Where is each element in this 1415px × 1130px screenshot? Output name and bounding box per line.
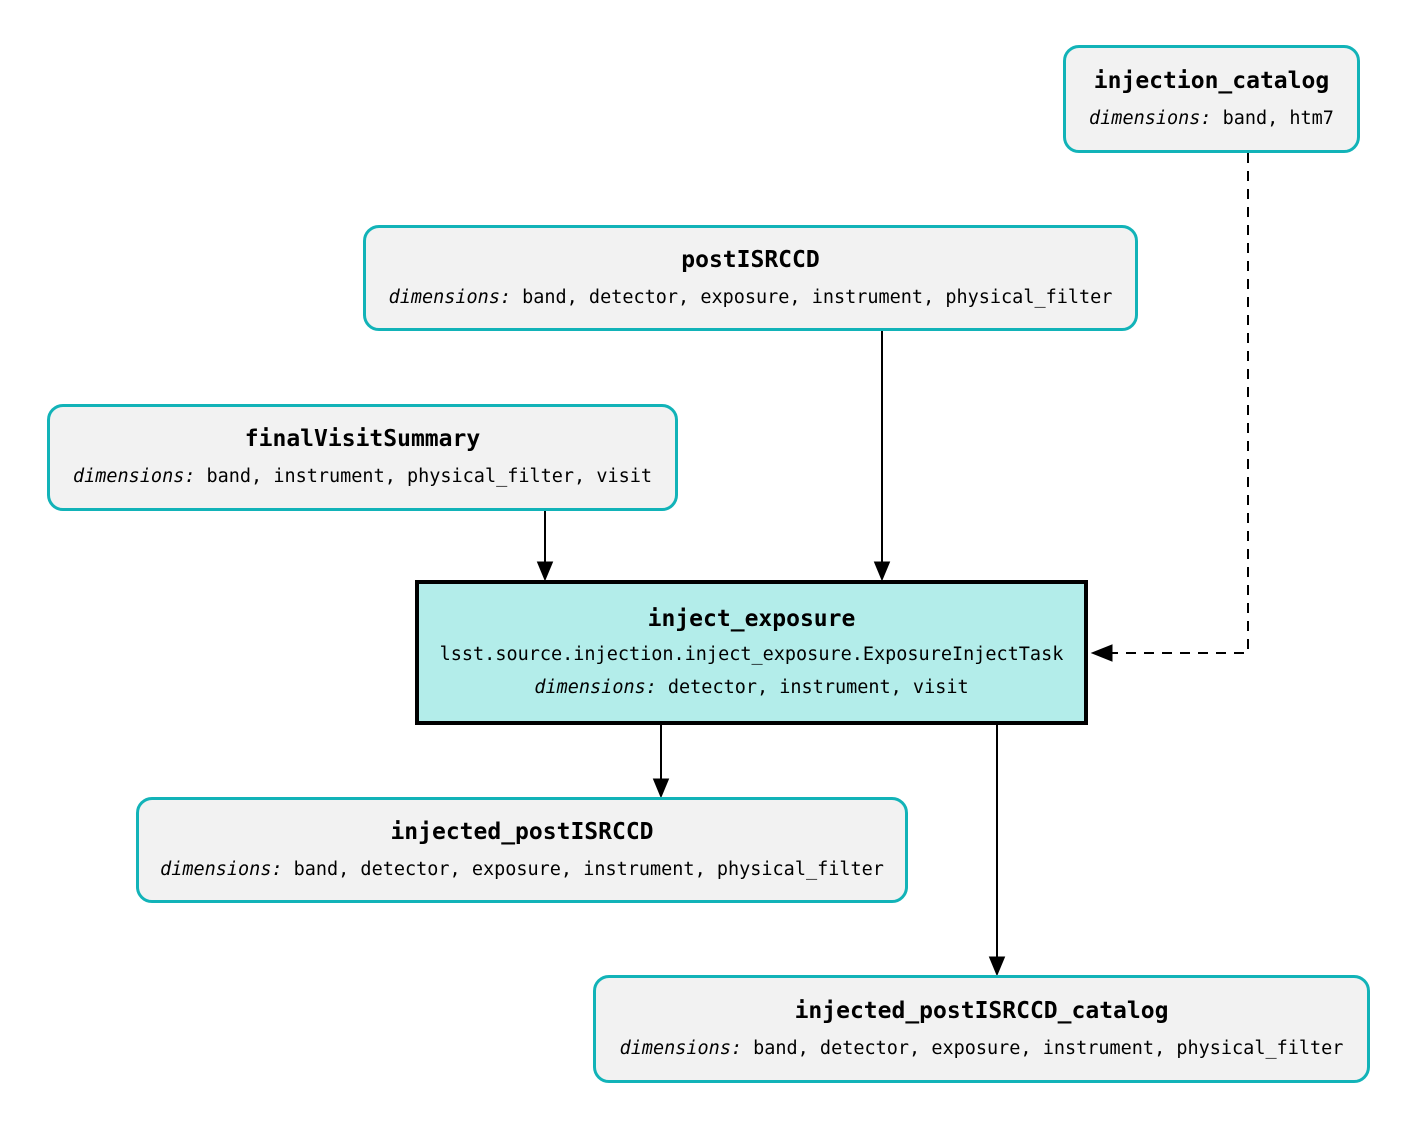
edge-finalVisitSummary-to-inject_exposure: [536, 511, 554, 582]
edge-postISRCCD-to-inject_exposure: [873, 331, 891, 582]
node-dimensions: dimensions: band, detector, exposure, ins…: [160, 858, 884, 880]
node-dimensions: dimensions: detector, instrument, visit: [534, 677, 969, 699]
node-inject-exposure-task: inject_exposure lsst.source.injection.in…: [415, 580, 1088, 725]
dimensions-value: band, instrument, physical_filter, visit: [206, 466, 653, 488]
node-dimensions: dimensions: band, detector, exposure, ins…: [388, 286, 1113, 308]
node-injected-postISRCCD-catalog: injected_postISRCCD_catalog dimensions: b…: [593, 975, 1370, 1083]
edge-inject_exposure-to-injected_postISRCCD_catalog: [988, 725, 1006, 977]
node-title: postISRCCD: [681, 246, 820, 273]
dimensions-value: band, detector, exposure, instrument, ph…: [293, 858, 884, 880]
node-injection-catalog: injection_catalog dimensions: band, htm7: [1063, 45, 1360, 153]
dimensions-value: band, detector, exposure, instrument, ph…: [522, 286, 1113, 308]
dimensions-label: dimensions:: [534, 677, 657, 699]
task-class-path: lsst.source.injection.inject_exposure.Ex…: [439, 643, 1064, 665]
node-injected-postISRCCD: injected_postISRCCD dimensions: band, det…: [136, 797, 908, 903]
dimensions-label: dimensions:: [160, 858, 283, 880]
node-title: injected_postISRCCD: [390, 818, 654, 845]
edge-inject_exposure-to-injected_postISRCCD: [652, 725, 670, 799]
node-postISRCCD: postISRCCD dimensions: band, detector, ex…: [363, 225, 1138, 331]
node-dimensions: dimensions: band, detector, exposure, ins…: [619, 1037, 1344, 1059]
dimensions-value: detector, instrument, visit: [667, 677, 969, 699]
node-title: injected_postISRCCD_catalog: [794, 997, 1169, 1024]
node-title: finalVisitSummary: [244, 426, 481, 453]
dimensions-label: dimensions:: [72, 466, 196, 488]
node-title: inject_exposure: [647, 605, 856, 632]
dimensions-value: band, htm7: [1222, 107, 1334, 129]
node-title: injection_catalog: [1093, 67, 1330, 94]
node-dimensions: dimensions: band, instrument, physical_fi…: [73, 467, 652, 487]
dimensions-label: dimensions:: [388, 286, 512, 308]
dimensions-value: band, detector, exposure, instrument, ph…: [753, 1037, 1344, 1059]
dimensions-label: dimensions:: [619, 1037, 743, 1059]
dimensions-label: dimensions:: [1089, 107, 1212, 129]
node-finalVisitSummary: finalVisitSummary dimensions: band, instr…: [47, 404, 678, 511]
node-dimensions: dimensions: band, htm7: [1089, 107, 1334, 129]
